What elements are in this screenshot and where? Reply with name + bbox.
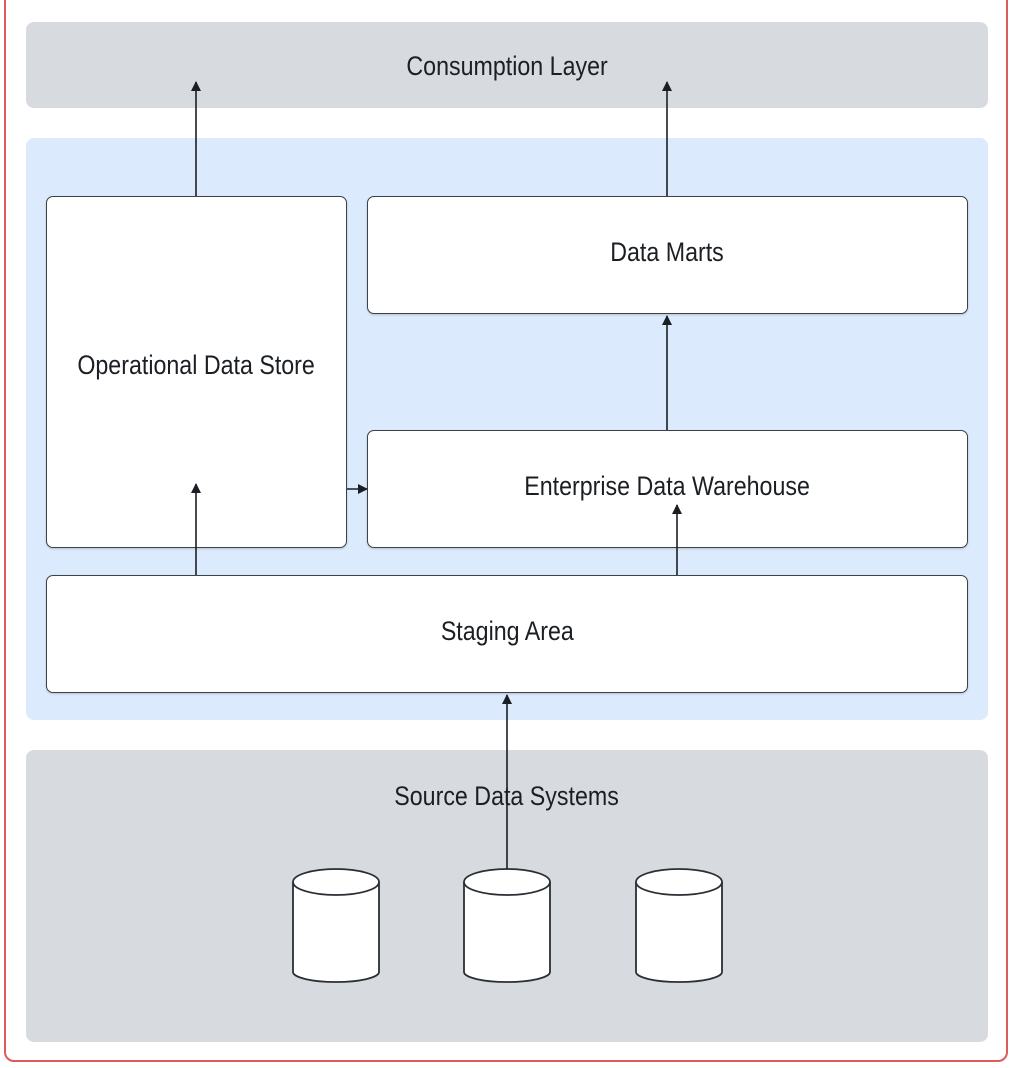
enterprise-data-warehouse-label: Enterprise Data Warehouse — [524, 470, 811, 501]
data-marts-label: Data Marts — [610, 236, 725, 267]
consumption-layer-label-wrap: Consumption Layer — [26, 46, 988, 86]
consumption-layer-label: Consumption Layer — [406, 50, 608, 81]
data-marts-box[interactable]: Data Marts — [367, 196, 968, 314]
consumption-layer-band — [26, 22, 988, 108]
source-data-systems-label-wrap: Source Data Systems — [26, 776, 988, 816]
enterprise-data-warehouse-box[interactable]: Enterprise Data Warehouse — [367, 430, 968, 548]
staging-area-label: Staging Area — [440, 615, 574, 646]
operational-data-store-label: Operational Data Store — [77, 349, 316, 380]
source-data-systems-label: Source Data Systems — [394, 780, 620, 811]
operational-data-store-box[interactable]: Operational Data Store — [46, 196, 347, 548]
outer-frame — [4, 0, 1008, 1062]
staging-area-box[interactable]: Staging Area — [46, 575, 968, 693]
